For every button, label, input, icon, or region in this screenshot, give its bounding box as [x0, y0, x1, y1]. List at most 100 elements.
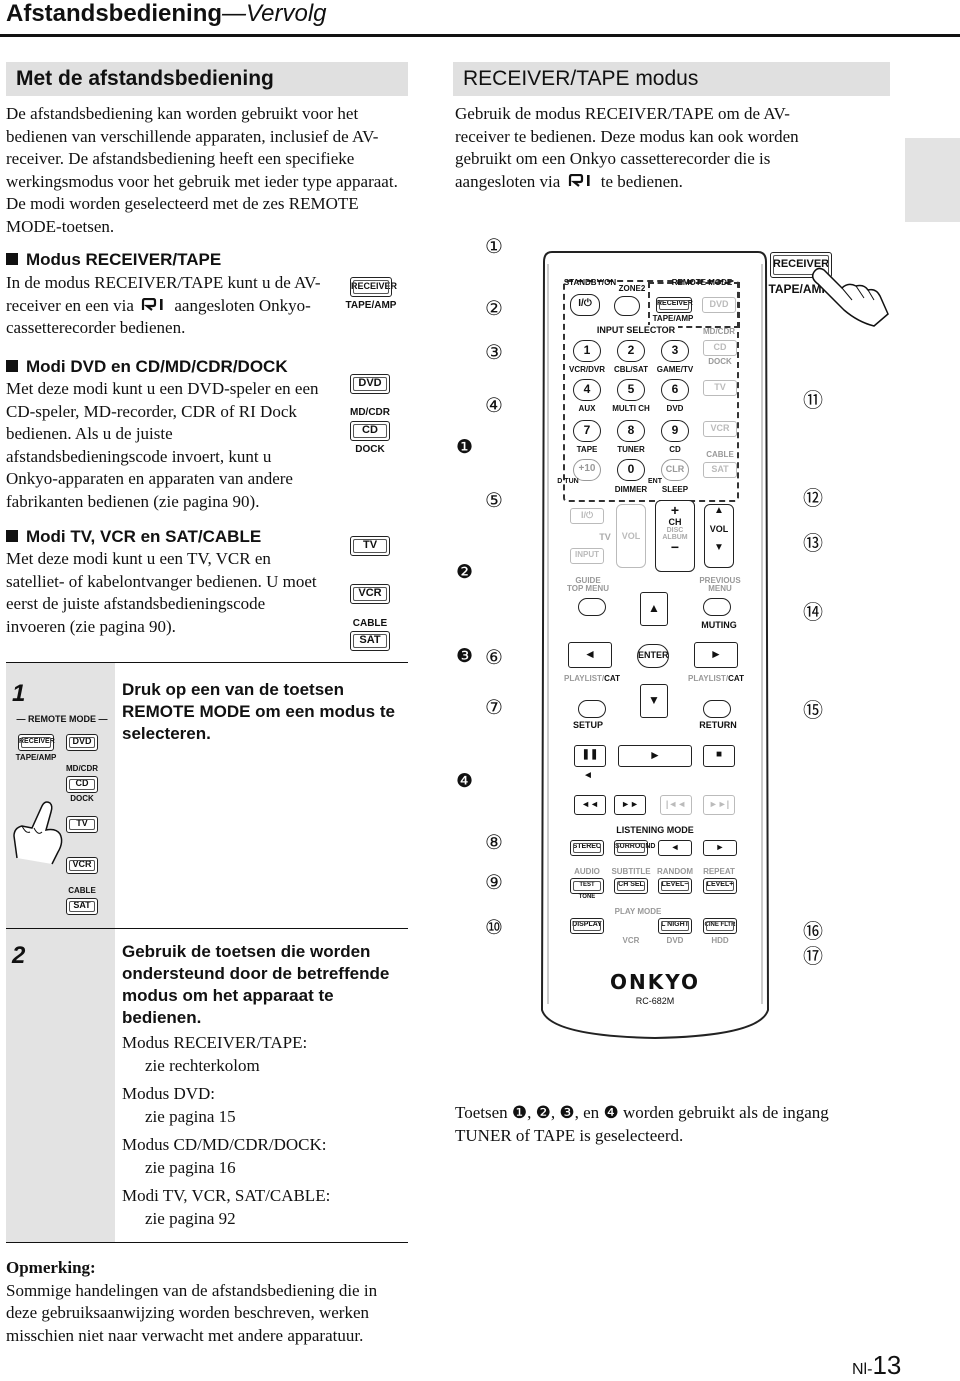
mode-right-button[interactable]: ►: [703, 840, 737, 856]
section-title-receiver-tape: RECEIVER/TAPE modus: [453, 62, 890, 96]
remote-sat-button[interactable]: SAT: [703, 462, 737, 478]
playlist-cat-right-label: PLAYLIST/CAT: [687, 674, 744, 683]
step1-sat-button: SAT: [66, 898, 98, 915]
remote-dvd-button[interactable]: DVD: [702, 297, 736, 313]
surround-button[interactable]: SURROUND: [614, 840, 655, 856]
receiver-dashed-highlight: [648, 282, 740, 328]
step1-remote-mode-label: — REMOTE MODE —: [16, 714, 108, 724]
note-block: Opmerking: Sommige handelingen van de af…: [6, 1257, 406, 1347]
remote-tv-button[interactable]: TV: [703, 380, 737, 396]
remote-cd-button[interactable]: CD: [703, 340, 737, 356]
arrow-up-button[interactable]: ▲: [640, 592, 668, 626]
callout-3: ③: [485, 342, 503, 364]
step2-item-value: zie pagina 92: [145, 1208, 236, 1228]
repeat-label: REPEAT: [703, 867, 735, 876]
tape-label: TAPE: [576, 445, 598, 454]
aux-label: AUX: [578, 404, 596, 413]
prev-track-button[interactable]: |◄◄: [660, 795, 692, 815]
vcr-dvr-label: VCR/DVR: [568, 365, 605, 374]
menu-label: MENU: [708, 584, 732, 593]
step-1-title: Druk op een van de toetsen REMOTE MODE o…: [122, 680, 395, 743]
receiver-tape-text: Gebruik de modus RECEIVER/TAPE om de AV-…: [455, 104, 799, 191]
return-label: RETURN: [699, 720, 737, 730]
rewind-button[interactable]: ◄◄: [574, 795, 606, 815]
ch-sel-button[interactable]: CH SEL: [614, 878, 648, 894]
icon-vcr-button: VCR: [350, 584, 390, 604]
clr-button[interactable]: CLR: [661, 459, 689, 481]
num-5-button[interactable]: 5: [617, 379, 645, 401]
mode2-text: Met deze modi kunt u een DVD-speler en e…: [6, 379, 319, 511]
callout-dark-3: ❸: [456, 646, 474, 667]
num-0-button[interactable]: 0: [617, 459, 645, 481]
receiver-mode-dashed-box: [563, 280, 739, 502]
remote-md-cdr-label: MD/CDR: [703, 327, 735, 336]
guide-label: GUIDE: [575, 576, 601, 585]
remote-dock-label: DOCK: [708, 357, 732, 366]
num-4-button[interactable]: 4: [573, 379, 601, 401]
previous-label: PREVIOUS: [699, 576, 741, 585]
arrow-right-button[interactable]: ►: [694, 642, 738, 668]
cine-fltr-button[interactable]: CINE FLTR: [703, 918, 737, 934]
ch-disc-rocker[interactable]: + CH DISC ALBUM −: [655, 500, 695, 572]
page-header-title: Afstandsbediening—Vervolg: [6, 0, 327, 27]
pause-button[interactable]: ❚❚: [574, 745, 606, 767]
steps-number-column: [6, 662, 115, 1242]
remote-vcr-button[interactable]: VCR: [703, 421, 737, 437]
plus10-button[interactable]: +10: [573, 459, 601, 481]
num-1-button[interactable]: 1: [573, 340, 601, 362]
arrow-left-button[interactable]: ◄: [568, 642, 612, 668]
setup-button[interactable]: [578, 700, 606, 718]
callout-11: ⑪: [803, 390, 823, 412]
step1-receiver-button: RECEIVER: [18, 734, 55, 751]
step-2-title: Gebruik de toetsen die worden ondersteun…: [122, 942, 390, 1027]
remote-receiver-button[interactable]: RECEIVER: [656, 297, 693, 313]
tv-input-button[interactable]: INPUT: [570, 548, 604, 564]
icon-md-cdr-label: MD/CDR: [350, 407, 390, 418]
num-9-button[interactable]: 9: [661, 420, 689, 442]
num-2-button[interactable]: 2: [617, 340, 645, 362]
display-button[interactable]: DISPLAY: [570, 918, 604, 934]
callout-1: ①: [485, 236, 503, 258]
arrow-down-button[interactable]: ▼: [640, 684, 668, 718]
mode2-heading: Modi DVD en CD/MD/CDR/DOCK: [6, 356, 336, 378]
fast-forward-button[interactable]: ►►: [614, 795, 646, 815]
standby-button[interactable]: I/⏻: [570, 294, 600, 316]
level-minus-button[interactable]: LEVEL−: [658, 878, 692, 894]
num-6-button[interactable]: 6: [661, 379, 689, 401]
zone2-button[interactable]: [614, 296, 640, 316]
next-track-button[interactable]: ►►|: [703, 795, 735, 815]
l-night-button[interactable]: L NIGHT: [658, 918, 692, 934]
ri-icon: [568, 173, 590, 187]
vol-rocker[interactable]: ▲VOL▼: [704, 504, 734, 568]
stop-button[interactable]: ■: [703, 745, 735, 767]
setup-label: SETUP: [572, 720, 603, 730]
num-7-button[interactable]: 7: [573, 420, 601, 442]
return-button[interactable]: [703, 700, 731, 718]
mode1-text: In de modus RECEIVER/TAPE kunt u de AV-r…: [6, 273, 321, 337]
game-tv-label: GAME/TV: [656, 365, 694, 374]
icon-receiver-button: RECEIVER: [350, 277, 397, 297]
hand-pointing-icon: [13, 801, 63, 865]
remote-cable-label: CABLE: [706, 450, 734, 459]
icon-tv-button: TV: [350, 536, 390, 556]
callout-17: ⑰: [803, 946, 823, 968]
num-8-button[interactable]: 8: [617, 420, 645, 442]
tuner-label: TUNER: [617, 445, 645, 454]
previous-button[interactable]: [703, 598, 731, 616]
play-button[interactable]: ►: [618, 745, 692, 767]
ri-icon: [142, 297, 163, 311]
test-tone-button[interactable]: TEST TONE: [570, 878, 604, 900]
steps-top-rule: [6, 662, 408, 663]
num-3-button[interactable]: 3: [661, 340, 689, 362]
tv-vol-rocker[interactable]: VOL: [616, 504, 646, 568]
top-menu-label: TOP MENU: [567, 584, 609, 593]
level-plus-button[interactable]: LEVEL+: [703, 878, 737, 894]
step1-dvd-button: DVD: [66, 734, 98, 751]
vcr2-label: VCR: [622, 936, 640, 945]
mode-left-button[interactable]: ◄: [658, 840, 692, 856]
tv-power-button[interactable]: I/⏻: [570, 508, 604, 524]
stereo-button[interactable]: STEREO: [570, 840, 604, 856]
multi-ch-label: MULTI CH: [612, 404, 650, 413]
enter-button[interactable]: ENTER: [637, 644, 669, 668]
guide-button[interactable]: [578, 598, 606, 616]
